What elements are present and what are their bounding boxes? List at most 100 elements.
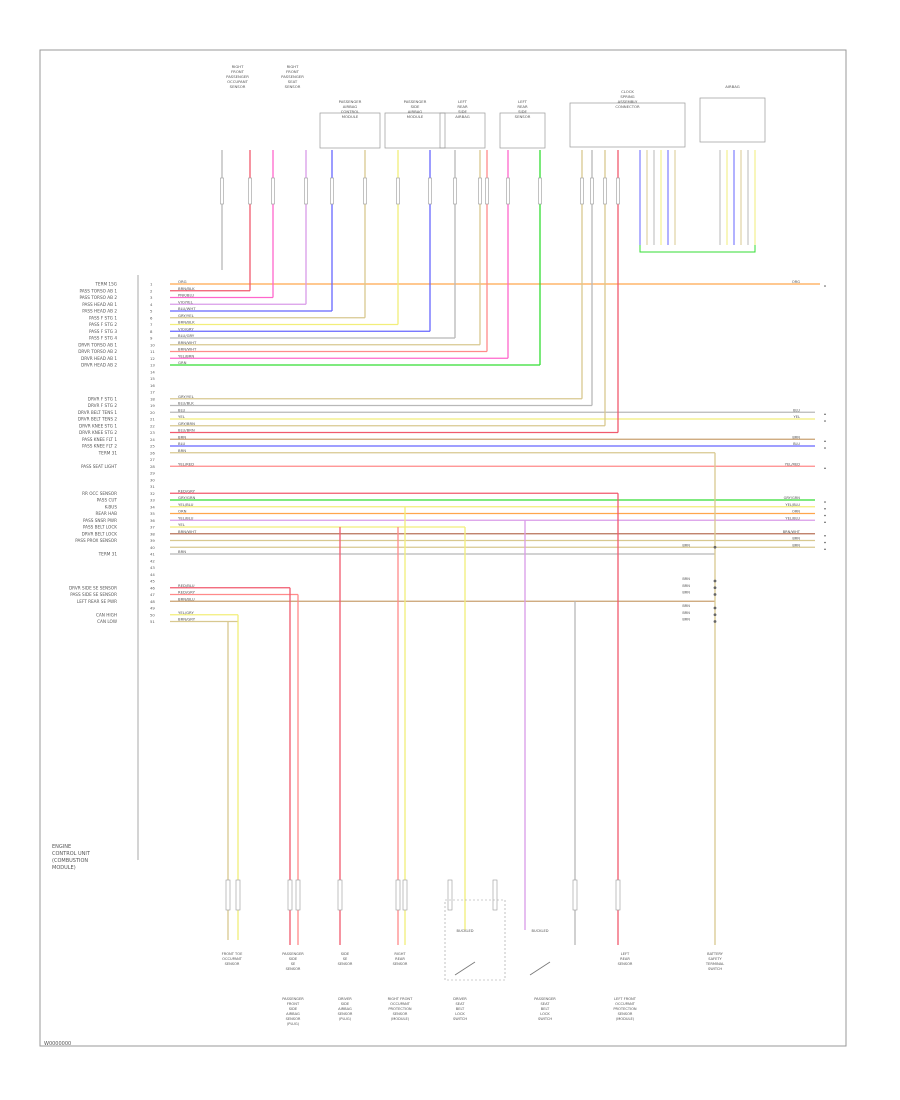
wire-code-8: BLU/GRY: [178, 333, 195, 338]
pin-label-45: DRVR SIDE SE SENSOR: [69, 585, 117, 590]
bottom-label-b1-2: SENSOR: [225, 962, 240, 966]
bottom-sub-b7-2: PROTECTION: [613, 1007, 637, 1011]
connector-stub-2: [271, 177, 275, 205]
lower-connector-6: [402, 879, 408, 911]
connector-stub-13: [580, 177, 584, 205]
pin-label-32: PASS CUT: [97, 498, 118, 503]
bottom-sub-b2-3: AIRBAG: [286, 1012, 300, 1016]
connector-stub-3: [304, 177, 308, 205]
component-label-c5-0: LEFT: [458, 99, 468, 104]
pin-number-26: 27: [150, 457, 155, 462]
pin-number-1: 2: [150, 288, 153, 293]
lower-connector-1: [235, 879, 241, 911]
pin-number-7: 8: [150, 329, 153, 334]
right-terminal-20: [824, 420, 826, 422]
wire-code-10: BRN/WHT: [178, 347, 197, 352]
connector-stub-0: [220, 177, 224, 205]
side-tag-49: BRN: [682, 604, 690, 608]
right-tag-35: YEL/BLU: [785, 516, 800, 520]
component-box-c4: [384, 112, 446, 149]
pin-number-37: 38: [150, 531, 155, 536]
wire-code-33: YEL/BLU: [178, 502, 194, 507]
bottom-label-b2-3: SENSOR: [286, 967, 301, 971]
component-box-c6: [499, 112, 546, 149]
bottom-sub-b2-4: SENSOR: [286, 1017, 301, 1021]
component-label-c3-0: PASSENGER: [339, 99, 362, 104]
pin-number-3: 4: [150, 302, 153, 307]
bottom-sub-b2-1: FRONT: [287, 1002, 300, 1006]
side-tag-51: BRN: [682, 618, 690, 622]
wire-code-36: YEL: [178, 522, 186, 527]
component-label-c4-2: AIRBAG: [408, 109, 422, 114]
bottom-label-b2-0: PASSENGER: [282, 952, 304, 956]
bottom-label-b3-2: SENSOR: [338, 962, 353, 966]
wires-layer: [170, 150, 820, 945]
right-terminal-32: [824, 501, 826, 503]
pin-label-27: PASS SEAT LIGHT: [81, 464, 117, 469]
pin-number-30: 31: [150, 484, 155, 489]
lower-connector-4: [337, 879, 343, 911]
right-tag-20: YEL: [794, 415, 800, 419]
pin-number-11: 12: [150, 356, 155, 361]
connector-stub-15: [603, 177, 607, 205]
pin-number-21: 22: [150, 423, 155, 428]
right-terminal-24: [824, 447, 826, 449]
right-tag-0: ORG: [792, 280, 800, 284]
component-label-c1-0: RIGHT: [232, 64, 245, 69]
connector-stub-8: [453, 177, 457, 205]
pin-number-44: 45: [150, 579, 155, 584]
connector-stub-10: [485, 177, 489, 205]
component-label-c2-1: FRONT: [286, 69, 300, 74]
pin-number-4: 5: [150, 309, 153, 314]
wire-code-21: GRY/BRN: [178, 421, 195, 426]
right-terminal-35: [824, 521, 826, 524]
wire-code-20: YEL: [178, 414, 186, 419]
right-tag-34: ORN: [792, 510, 800, 514]
wire-code-23: BRN: [178, 434, 186, 439]
components-layer: [220, 97, 826, 981]
component-label-c2-3: SEAT: [288, 79, 298, 84]
pin-label-2: PASS TORSO AB 2: [79, 295, 117, 300]
pin-label-0: TERM 15G: [94, 282, 117, 287]
switch-label-0: BUCKLED: [456, 929, 473, 933]
pin-number-6: 7: [150, 322, 153, 327]
component-label-c1-4: SENSOR: [230, 84, 246, 89]
connector-stub-5: [363, 177, 367, 205]
right-tag-38: BRN: [792, 537, 800, 541]
pin-number-48: 49: [150, 606, 155, 611]
pin-label-10: DRVR TORSO AB 2: [78, 349, 117, 354]
bottom-sub-b3-4: (PLUG): [339, 1017, 352, 1021]
bottom-sub-b5-2: BELT: [456, 1007, 465, 1011]
connector-stub-11: [506, 177, 510, 205]
component-box-c5: [439, 112, 486, 149]
pin-number-20: 21: [150, 417, 155, 422]
bottom-label-b3-1: SE: [343, 957, 348, 961]
pin-number-8: 9: [150, 336, 153, 341]
pin-label-21: DRVR KNEE STG 1: [79, 423, 117, 428]
lower-connector-0: [225, 879, 231, 911]
bottom-sub-b4-0: RIGHT FRONT: [388, 997, 413, 1001]
wire-code-47: BRN/BLU: [178, 596, 195, 601]
pin-label-3: PASS HEAD AB 1: [82, 302, 117, 307]
right-tag-27: YEL/RED: [785, 462, 800, 466]
wire-code-1: BRN/BLK: [178, 286, 195, 291]
pin-label-5: PASS F STG 1: [89, 315, 117, 320]
lower-connector-9: [572, 879, 578, 911]
pin-label-37: DRVR BELT LOCK: [82, 531, 118, 536]
side-node-49: [713, 606, 717, 610]
switch-housing: [444, 899, 506, 981]
pin-number-18: 19: [150, 403, 155, 408]
pin-label-35: PASS SNSR PWR: [83, 518, 117, 523]
side-node-50: [713, 613, 717, 617]
bottom-sub-b3-2: AIRBAG: [338, 1007, 352, 1011]
bottom-label-b8-0: BATTERY: [707, 952, 724, 956]
module-title-line-2: CONTROL UNIT: [52, 851, 91, 857]
pin-number-49: 50: [150, 612, 155, 617]
module-title-line-1: ENGINE: [52, 844, 71, 850]
wire-code-31: RED/GRY: [178, 488, 196, 493]
module-title-line-4: MODULE): [52, 865, 76, 871]
bottom-sub-b4-2: PROTECTION: [388, 1007, 412, 1011]
wire-code-46: RED/GRY: [178, 590, 196, 595]
component-label-c5-1: REAR: [457, 104, 468, 109]
diagram-frame: [39, 49, 847, 1047]
